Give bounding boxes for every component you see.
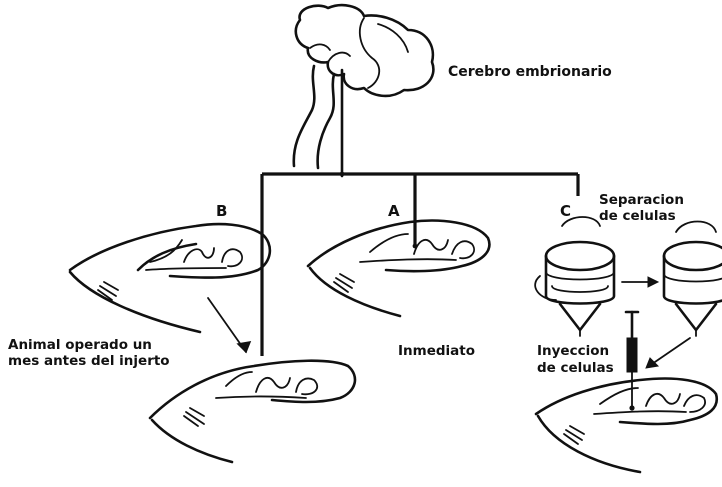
label-operated-animal-line2: mes antes del injerto: [8, 353, 170, 369]
label-immediate: Inmediato: [398, 343, 475, 359]
label-panel-a: A: [388, 202, 400, 220]
syringe: [626, 312, 638, 411]
label-cell-injection-line2: de celulas: [537, 360, 614, 376]
arrow-c-to-injection: [646, 338, 690, 368]
embryonic-brain-drawing: [294, 5, 434, 176]
label-cell-separation-line1: Separacion: [599, 192, 684, 208]
animal-a-immediate: [308, 221, 489, 316]
arrow-b-to-bottom: [208, 298, 250, 352]
cell-separation-vessels: [535, 217, 722, 336]
label-panel-c: C: [560, 202, 571, 220]
label-panel-b: B: [216, 202, 227, 220]
label-operated-animal-line1: Animal operado un: [8, 337, 152, 353]
animal-b-after-graft: [150, 361, 355, 462]
label-cell-separation-line2: de celulas: [599, 208, 676, 224]
animal-b-before-graft: [70, 224, 270, 332]
animal-c-injected: [536, 379, 717, 472]
label-embryonic-brain: Cerebro embrionario: [448, 64, 612, 80]
label-cell-injection-line1: Inyeccion: [537, 343, 609, 359]
